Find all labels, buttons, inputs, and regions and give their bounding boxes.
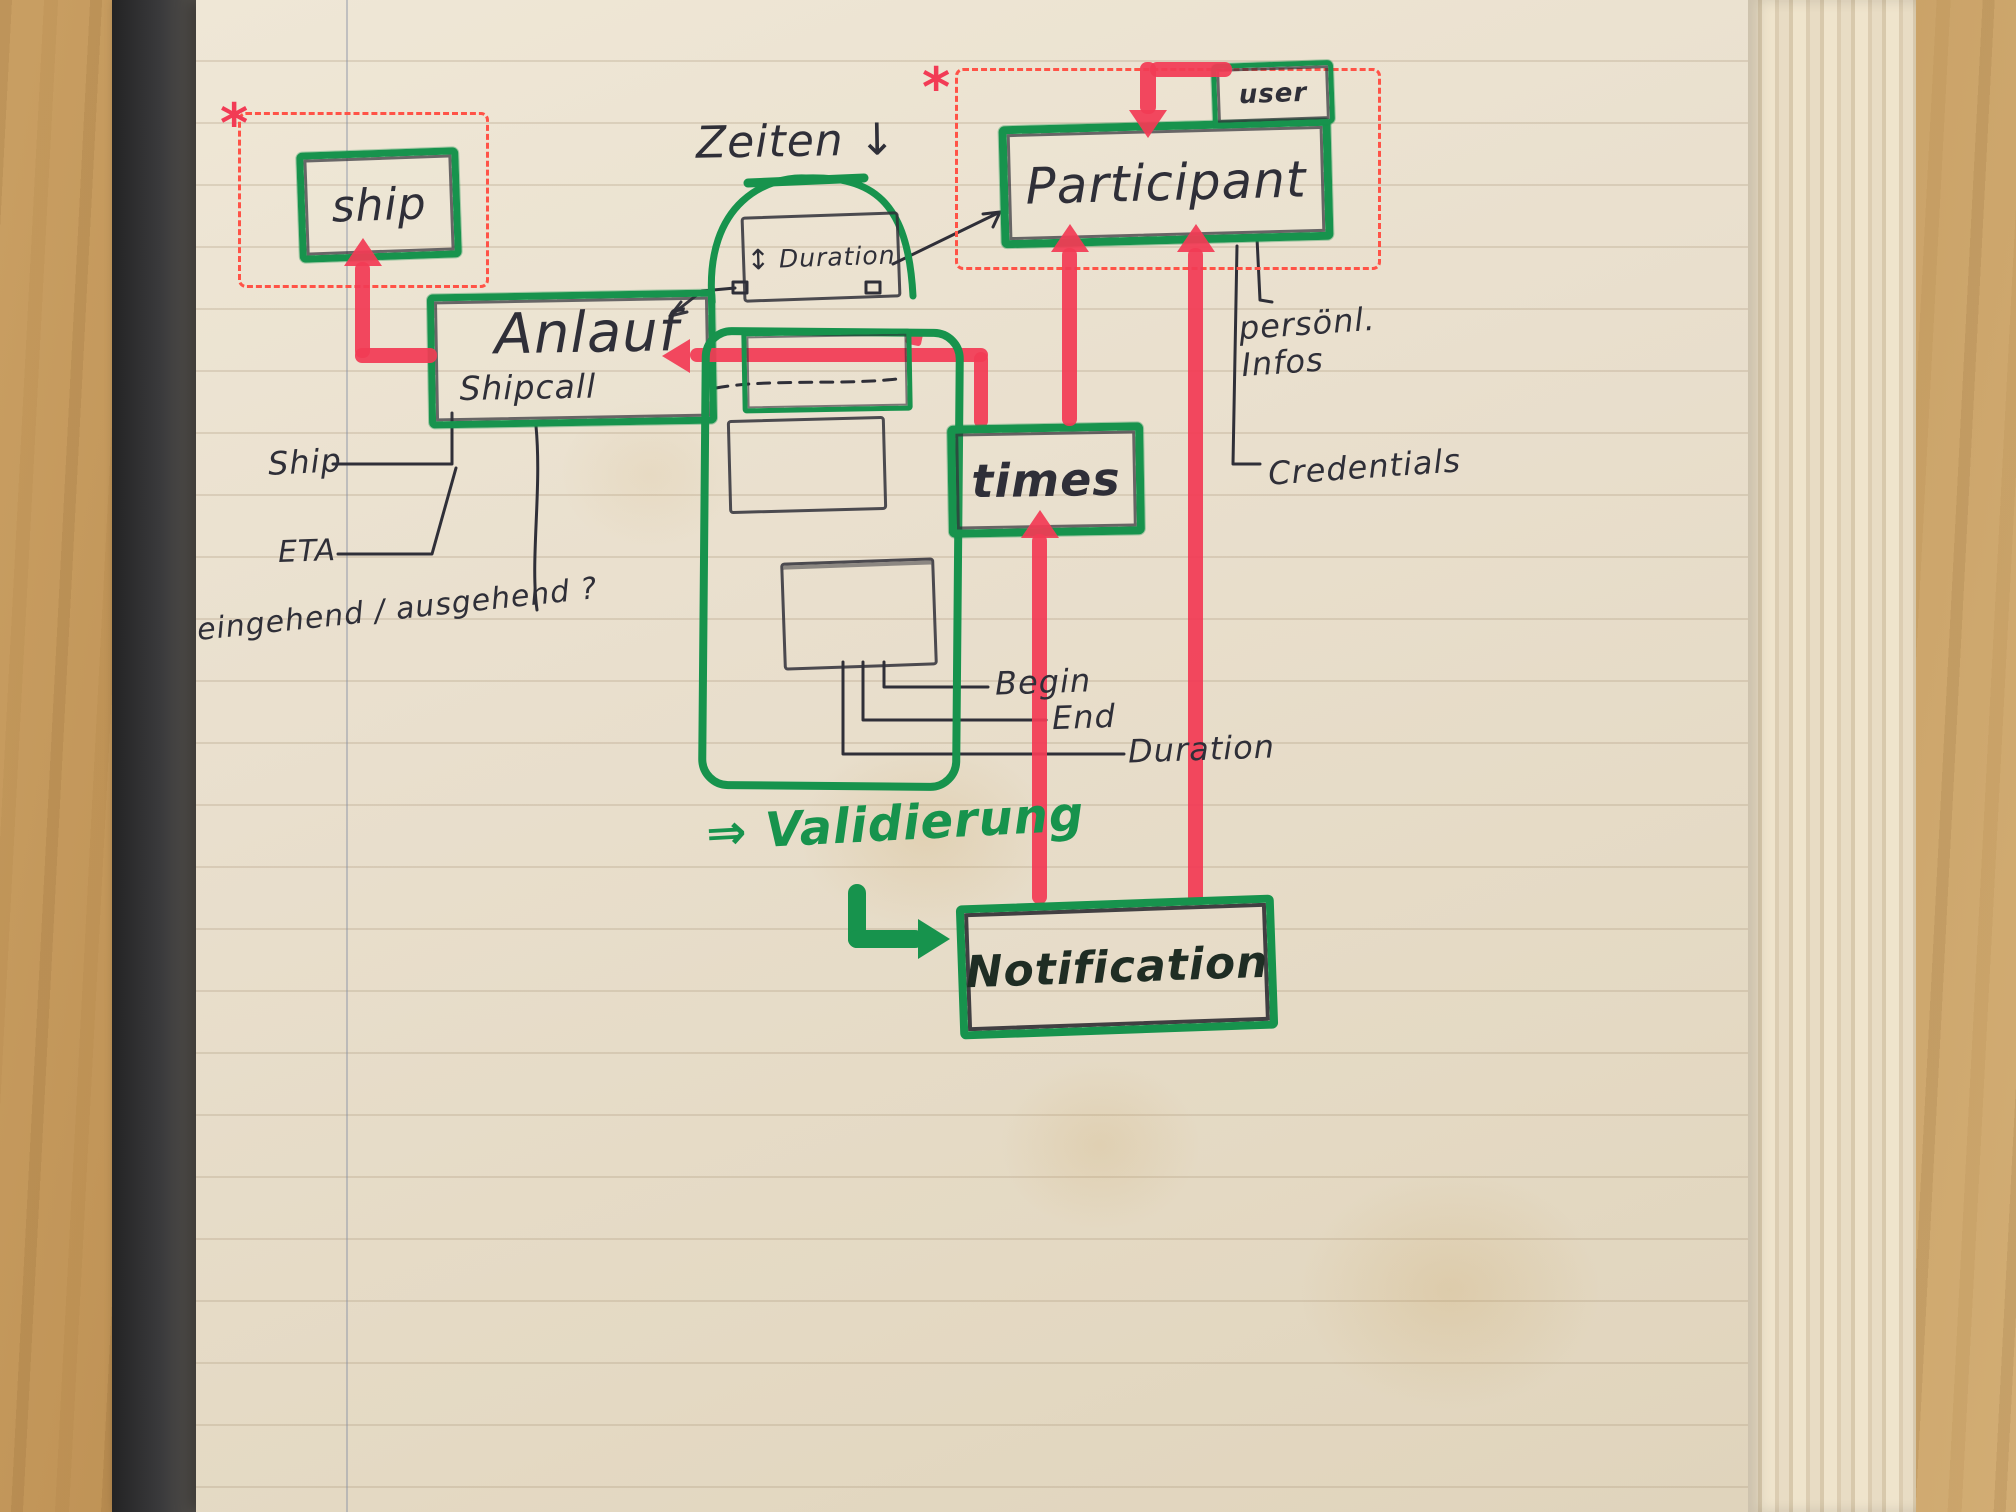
entity-participant-label: Participant <box>1024 150 1308 216</box>
arrowhead-times-participant <box>1051 224 1089 252</box>
required-asterisk-ship: * <box>220 92 250 155</box>
entity-ship-label: ship <box>330 177 428 233</box>
zeiten-label: Zeiten <box>695 115 845 169</box>
eta-label: ETA <box>277 532 337 571</box>
implies-arrow-icon: ⇒ <box>704 803 749 862</box>
duration-box-label: Duration <box>778 239 896 273</box>
notebook-binding <box>112 0 200 1512</box>
arrow-center-anlauf <box>690 348 988 362</box>
required-asterisk-participant: * <box>922 56 952 119</box>
arrow-user-participant-h <box>1150 62 1232 77</box>
arrowhead-user-participant <box>1129 110 1167 138</box>
arrowhead-validation-notification <box>918 919 950 959</box>
arrow-anlauf-ship-h <box>355 348 437 363</box>
arrowhead-notification-participant <box>1177 224 1215 252</box>
arrow-user-participant-v <box>1140 62 1156 114</box>
arrow-times-participant <box>1062 248 1077 426</box>
sketch-box-top <box>741 328 913 414</box>
entity-shipcall-label: Shipcall <box>459 366 597 408</box>
arrow-center-anlauf-tail <box>974 352 988 428</box>
down-arrow-icon: ↓ <box>858 114 897 166</box>
entity-times-label: times <box>970 451 1122 509</box>
personal-info-label: persönl. Infos <box>1237 299 1377 384</box>
duration-attr-label: Duration <box>1127 727 1276 771</box>
updown-arrow-icon: ↕ <box>745 242 772 277</box>
arrowhead-notification-times <box>1021 510 1059 538</box>
arrowhead-center-anlauf <box>662 339 690 373</box>
ship-attr-label: Ship <box>267 441 343 483</box>
sketch-box-bottom <box>780 557 938 671</box>
sketch-box-middle <box>726 415 888 515</box>
arrow-anlauf-ship-v <box>355 262 370 358</box>
page-edges <box>1748 0 1916 1512</box>
begin-label: Begin <box>994 661 1092 703</box>
arrow-notification-times <box>1032 534 1047 904</box>
entity-notification-label: Notification <box>964 936 1270 998</box>
arrowhead-anlauf-ship <box>344 238 382 266</box>
zeiten-heading: Zeiten ↓ <box>696 114 897 168</box>
entity-notification: Notification <box>955 894 1279 1040</box>
entity-anlauf-label: Anlauf <box>493 299 680 368</box>
margin-line <box>346 0 348 1512</box>
duration-box: ↕ Duration <box>740 211 902 303</box>
arrow-validation-notification-h <box>848 930 924 948</box>
end-label: End <box>1051 696 1117 738</box>
entity-user-label: user <box>1238 77 1308 111</box>
arrow-notification-participant <box>1188 248 1203 904</box>
